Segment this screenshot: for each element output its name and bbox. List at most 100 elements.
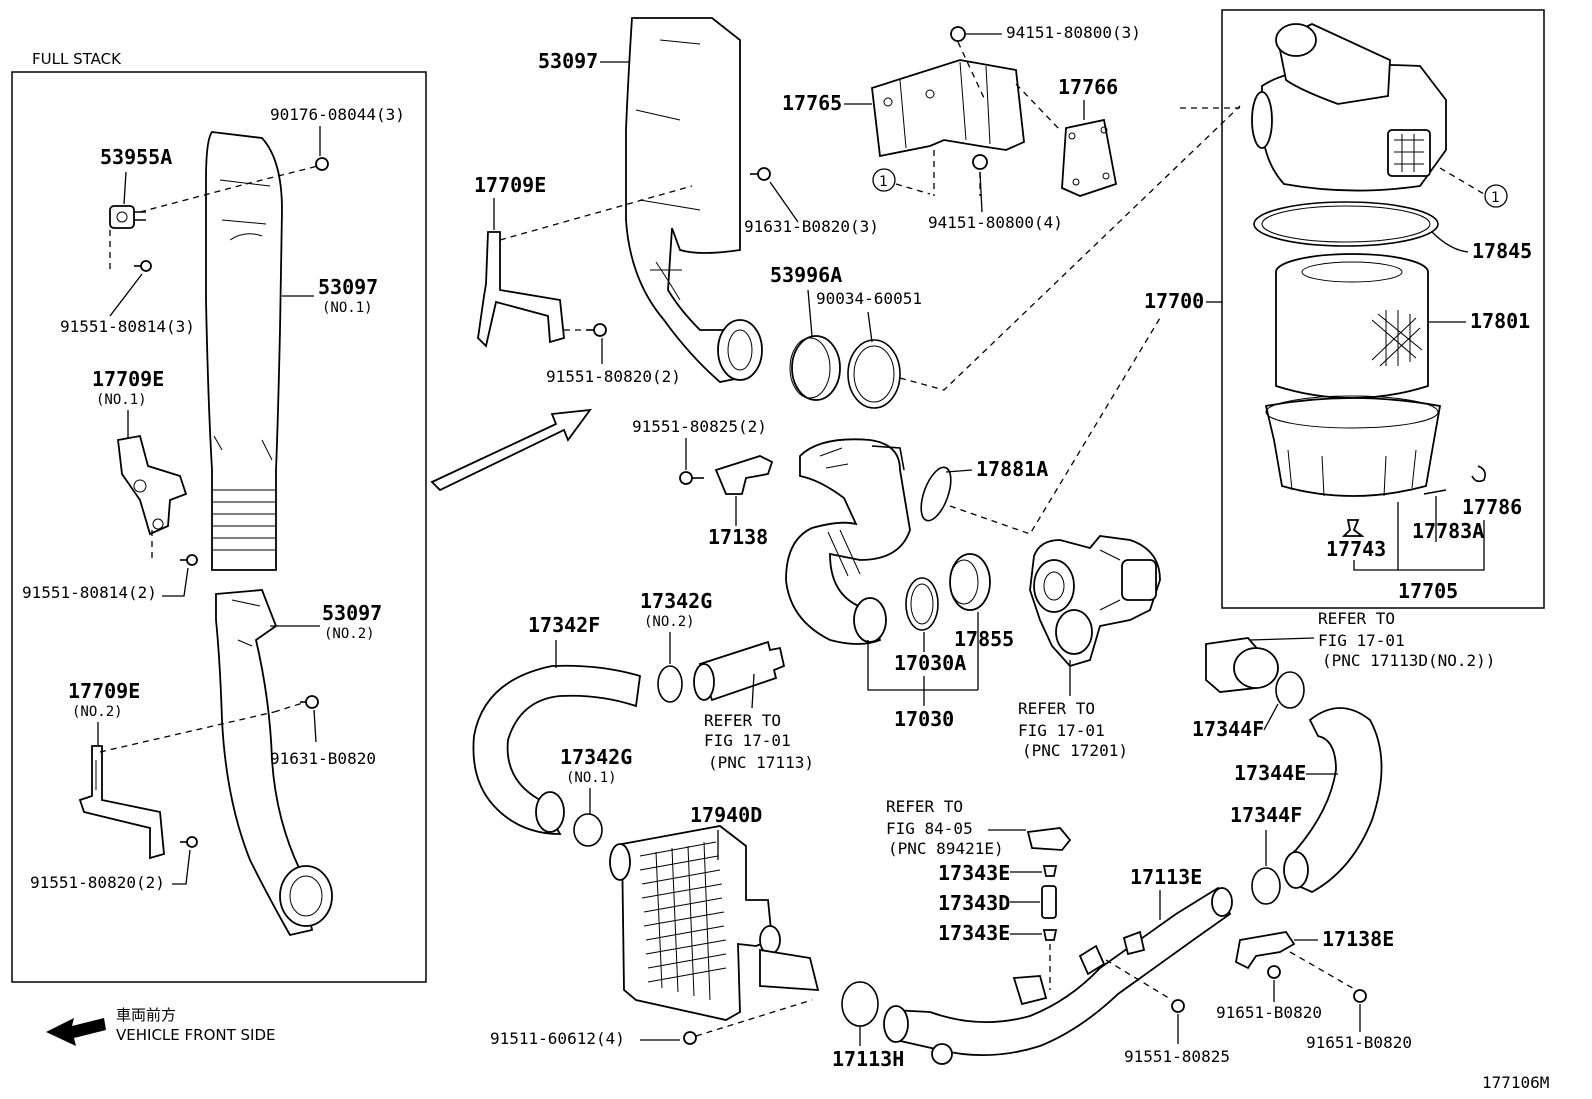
label-17709e-no2: 17709E (68, 679, 140, 703)
clip-17343e-upper (1042, 865, 1058, 877)
label-53996a: 53996A (770, 263, 842, 287)
svg-text:1: 1 (879, 174, 888, 190)
snorkel-lower-no2 (215, 589, 333, 937)
label-17030: 17030 (894, 707, 954, 731)
label-91651-b0820-b: 91651-B0820 (1306, 1033, 1412, 1052)
pipe-17113-ref (693, 640, 786, 702)
label-91551-80825: 91551-80825 (1124, 1047, 1230, 1066)
label-17766: 17766 (1058, 75, 1118, 99)
bolt-91551-80814-3 (134, 260, 152, 272)
bracket-17709e-top (477, 231, 565, 348)
ref-17201-line1: REFER TO (1018, 699, 1095, 718)
snorkel-upper-no1 (205, 131, 283, 571)
bolt-91631-b0820 (300, 695, 319, 709)
hose-17343d (1041, 885, 1057, 919)
vehicle-front-indicator: 車両前方 VEHICLE FRONT SIDE (46, 1006, 276, 1046)
ref-17113d-line2: FIG 17-01 (1318, 631, 1405, 650)
ref-89421e-line2: FIG 84-05 (886, 819, 973, 838)
label-17113e: 17113E (1130, 865, 1202, 889)
bolt-91551-80820-left (180, 836, 198, 848)
air-cleaner-panel: 1 17700 17845 17801 17786 17783A 17743 1… (1144, 9, 1545, 609)
full-stack-label: FULL STACK (32, 50, 122, 68)
bolt-90176 (315, 157, 329, 171)
label-17801: 17801 (1470, 309, 1530, 333)
bolt-91631-b0820-3 (750, 167, 771, 181)
clamp-17342g-no1 (573, 813, 603, 847)
label-17030a: 17030A (894, 651, 966, 675)
label-17700: 17700 (1144, 289, 1204, 313)
clamp-17342g-no2 (657, 665, 683, 703)
direction-en: VEHICLE FRONT SIDE (116, 1026, 276, 1044)
intercooler-17940d (609, 825, 820, 1021)
bolt-91651-a (1267, 965, 1281, 979)
bolt-91551-80820-mid (586, 323, 607, 337)
label-17138: 17138 (708, 525, 768, 549)
svg-text:1: 1 (1491, 190, 1500, 206)
label-91631-b0820: 91631-B0820 (270, 749, 376, 768)
bolt-91651-b (1353, 989, 1367, 1003)
hose-17855 (949, 553, 991, 611)
bolt-91551-80825-2 (679, 471, 704, 485)
clip-17343e-lower (1042, 929, 1058, 941)
full-stack-arrow (430, 408, 592, 492)
label-90176-08044: 90176-08044(3) (270, 105, 405, 124)
bracket-17138 (714, 455, 774, 495)
plate-17766 (1061, 118, 1118, 197)
ref-17113d-line3: (PNC 17113D(NO.2)) (1322, 651, 1495, 670)
full-stack-frame (11, 71, 427, 983)
bracket-17765 (871, 59, 1025, 158)
ref-17201-line3: (PNC 17201) (1022, 741, 1128, 760)
flange-ref-17113d (1205, 637, 1279, 693)
bolt-91551-80814-2 (180, 554, 198, 566)
label-17845: 17845 (1472, 239, 1532, 263)
clamp-90034 (847, 339, 901, 409)
label-91651-b0820-a: 91651-B0820 (1216, 1003, 1322, 1022)
label-17709e-no1-sub: (NO.1) (96, 392, 147, 408)
label-17344f-b: 17344F (1230, 803, 1302, 827)
part-53955a (109, 205, 146, 229)
label-17709e-no1: 17709E (92, 367, 164, 391)
hose-53996a (789, 335, 841, 401)
label-17344e: 17344E (1234, 761, 1306, 785)
bracket-17709e-no1 (117, 434, 188, 536)
full-stack-panel: FULL STACK (11, 50, 427, 983)
label-53097-top: 53097 (538, 49, 598, 73)
case-17705 (1264, 395, 1442, 497)
label-17342g-no2: 17342G (640, 589, 712, 613)
label-17765: 17765 (782, 91, 842, 115)
hose-17344e (1283, 707, 1383, 894)
direction-jp: 車両前方 (116, 1006, 176, 1024)
pin-17783a (1423, 489, 1447, 495)
label-17705: 17705 (1398, 579, 1458, 603)
ref-17113d-line1: REFER TO (1318, 609, 1395, 628)
label-53097-no2-sub: (NO.2) (324, 626, 375, 642)
figure-code: 177106M (1482, 1073, 1549, 1092)
label-17709e-no2-sub: (NO.2) (72, 704, 123, 720)
element-17801 (1275, 253, 1429, 399)
label-91551-80825-2: 91551-80825(2) (632, 417, 767, 436)
ref-89421e-line3: (PNC 89421E) (888, 839, 1004, 858)
bracket-17138e (1234, 931, 1296, 970)
label-53955a: 53955A (100, 145, 172, 169)
label-94151-80800-4: 94151-80800(4) (928, 213, 1063, 232)
bracket-17709e-no2 (78, 745, 165, 860)
label-17342g-no1: 17342G (560, 745, 632, 769)
label-91551-80814-2: 91551-80814(2) (22, 583, 157, 602)
air-cleaner-frame (1221, 9, 1545, 609)
label-53097-no1-sub: (NO.1) (322, 300, 373, 316)
label-17343e-b: 17343E (938, 921, 1010, 945)
label-17342f: 17342F (528, 613, 600, 637)
circle-marker-1a: 1 (872, 168, 896, 192)
pipe-17113e (883, 886, 1233, 1065)
label-17113h: 17113H (832, 1047, 904, 1071)
label-53097-no2: 53097 (322, 601, 382, 625)
label-91511-60612-4: 91511-60612(4) (490, 1029, 625, 1048)
ref-17113-line3: (PNC 17113) (708, 753, 814, 772)
circle-marker-1b: 1 (1484, 184, 1508, 208)
label-17709e-top: 17709E (474, 173, 546, 197)
snorkel-assembly-top (625, 17, 763, 383)
bolt-91551-80825 (1171, 999, 1185, 1013)
label-90034-60051: 90034-60051 (816, 289, 922, 308)
label-91551-80814-3: 91551-80814(3) (60, 317, 195, 336)
